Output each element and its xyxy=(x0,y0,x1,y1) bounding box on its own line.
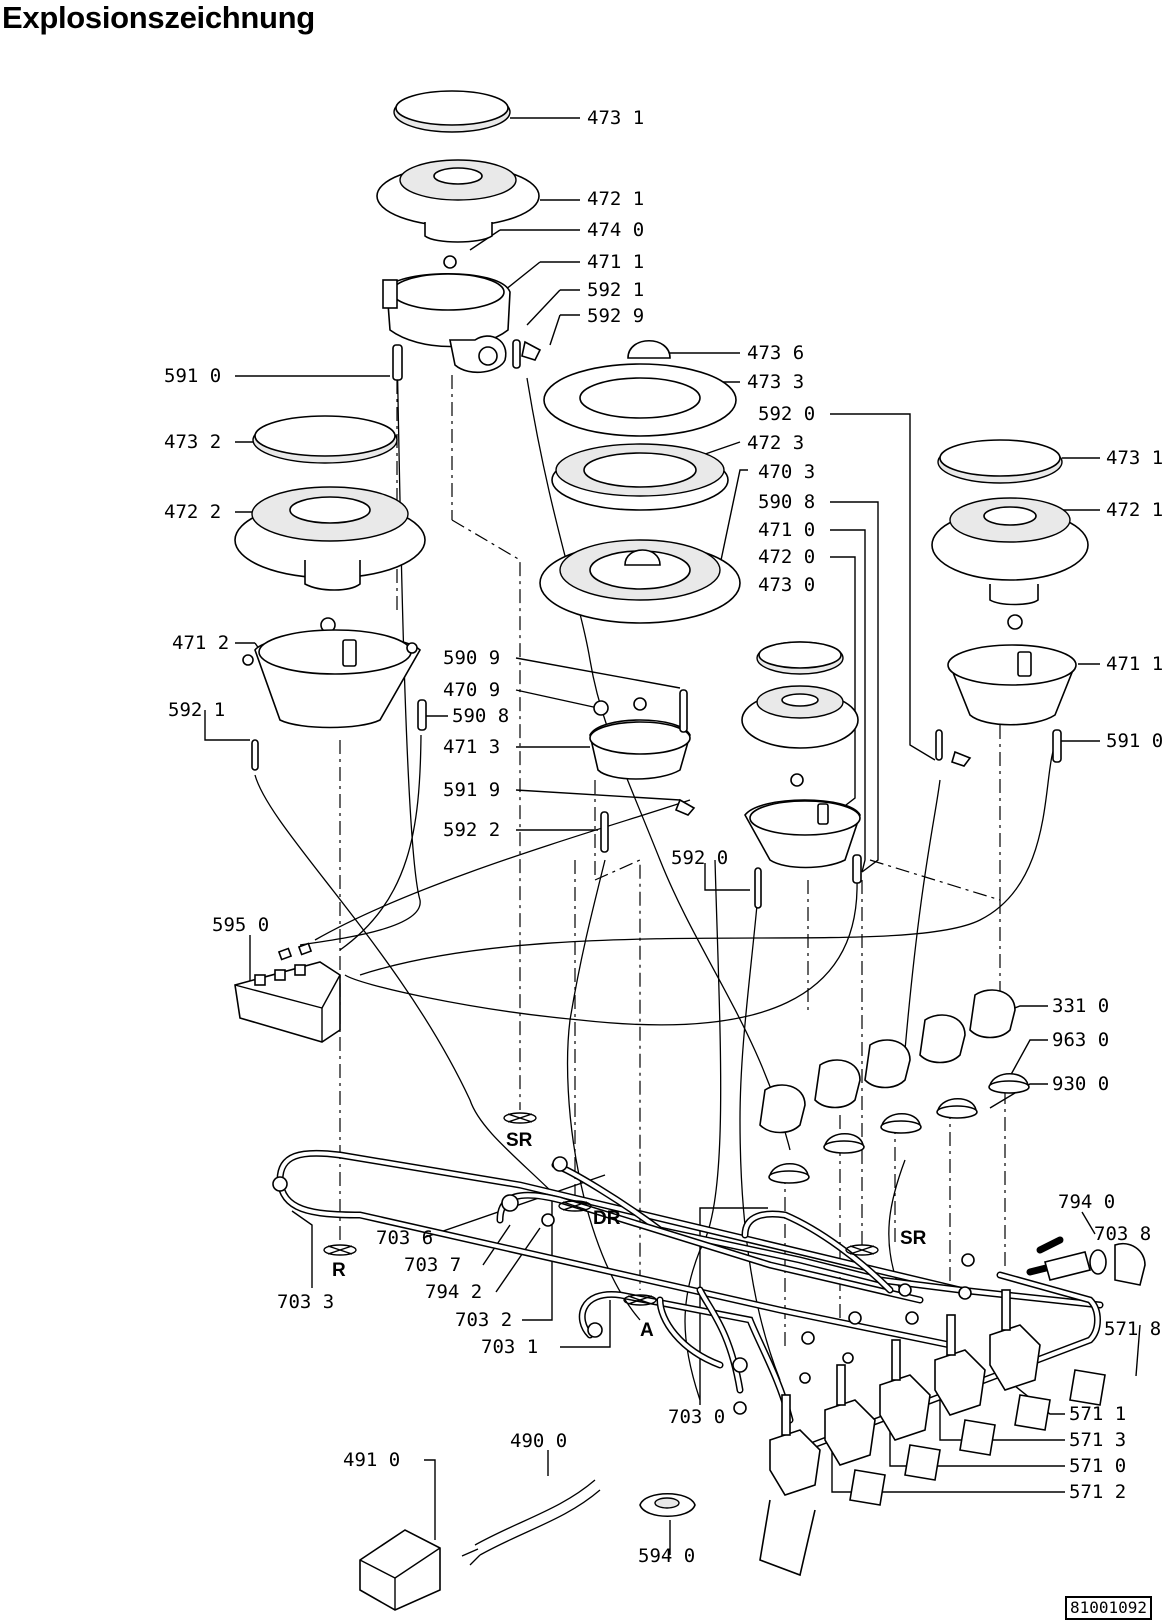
part-label: 473 2 xyxy=(164,431,222,453)
part-label: 470 9 xyxy=(443,679,501,701)
screw-4740 xyxy=(443,255,457,269)
power-cable-and-switch xyxy=(359,1479,696,1611)
part-label: 571 3 xyxy=(1069,1429,1127,1451)
part-label: 471 3 xyxy=(443,736,501,758)
part-label: 703 7 xyxy=(404,1254,462,1276)
marker-r: R xyxy=(332,1260,346,1281)
part-label: 794 0 xyxy=(1058,1191,1116,1213)
part-label: 474 0 xyxy=(587,219,645,241)
part-label: 473 0 xyxy=(758,574,816,596)
gas-pipes xyxy=(276,1149,1104,1454)
part-label: 331 0 xyxy=(1052,995,1110,1017)
part-label: 794 2 xyxy=(425,1281,483,1303)
part-label: 473 1 xyxy=(1106,447,1164,469)
control-knobs xyxy=(759,989,1030,1184)
part-label: 590 8 xyxy=(758,491,816,513)
part-label: 592 0 xyxy=(671,847,729,869)
auxiliary-burner-assembly xyxy=(376,90,542,381)
part-label: 571 1 xyxy=(1069,1403,1127,1425)
part-label: 703 6 xyxy=(376,1227,434,1249)
part-label: 592 0 xyxy=(758,403,816,425)
part-label: 470 3 xyxy=(758,461,816,483)
part-label: 595 0 xyxy=(212,914,270,936)
document-number: 81001092 xyxy=(1064,1596,1152,1620)
thermocouple-5910 xyxy=(392,344,403,381)
marker-sr-left: SR xyxy=(506,1130,533,1151)
part-label: 472 0 xyxy=(758,546,816,568)
part-label: 471 1 xyxy=(1106,653,1164,675)
fittings-and-jets xyxy=(272,1156,975,1415)
marker-dr: DR xyxy=(593,1208,621,1229)
triple-ring-burner-center xyxy=(539,339,741,853)
part-label: 592 1 xyxy=(168,699,226,721)
part-label: 591 0 xyxy=(1106,730,1164,752)
burner-right xyxy=(931,439,1089,767)
part-label: 590 9 xyxy=(443,647,501,669)
part-label: 703 3 xyxy=(277,1291,335,1313)
part-label: 703 1 xyxy=(481,1336,539,1358)
part-label: 472 1 xyxy=(1106,499,1164,521)
large-burner-left xyxy=(234,415,427,771)
part-label: 571 0 xyxy=(1069,1455,1127,1477)
part-label: 490 0 xyxy=(510,1430,568,1452)
part-label: 703 2 xyxy=(455,1309,513,1331)
part-label: 592 2 xyxy=(443,819,501,841)
part-label: 471 2 xyxy=(172,632,230,654)
part-label: 963 0 xyxy=(1052,1029,1110,1051)
part-label: 571 2 xyxy=(1069,1481,1127,1503)
axis-cross-markers xyxy=(323,1112,879,1306)
leader-lines xyxy=(204,117,1141,1555)
part-label: 703 0 xyxy=(668,1406,726,1428)
small-burner-middle xyxy=(741,641,862,909)
part-label: 594 0 xyxy=(638,1545,696,1567)
part-label: 592 1 xyxy=(587,279,645,301)
part-label: 473 6 xyxy=(747,342,805,364)
ignition-module-5950 xyxy=(234,942,341,1043)
part-label: 571 8 xyxy=(1104,1318,1162,1340)
part-label: 471 1 xyxy=(587,251,645,273)
part-label: 592 9 xyxy=(587,305,645,327)
part-label: 491 0 xyxy=(343,1449,401,1471)
gas-valves xyxy=(759,1243,1146,1577)
part-label: 472 1 xyxy=(587,188,645,210)
page-title: Explosionszeichnung xyxy=(2,0,315,35)
part-label: 473 3 xyxy=(747,371,805,393)
part-label: 930 0 xyxy=(1052,1073,1110,1095)
part-label: 471 0 xyxy=(758,519,816,541)
part-label: 703 8 xyxy=(1094,1223,1152,1245)
marker-a: A xyxy=(640,1320,654,1341)
part-label: 591 0 xyxy=(164,365,222,387)
part-label: 590 8 xyxy=(452,705,510,727)
part-label: 473 1 xyxy=(587,107,645,129)
marker-sr-right: SR xyxy=(900,1228,927,1249)
part-label: 591 9 xyxy=(443,779,501,801)
part-label: 472 2 xyxy=(164,501,222,523)
part-label: 472 3 xyxy=(747,432,805,454)
